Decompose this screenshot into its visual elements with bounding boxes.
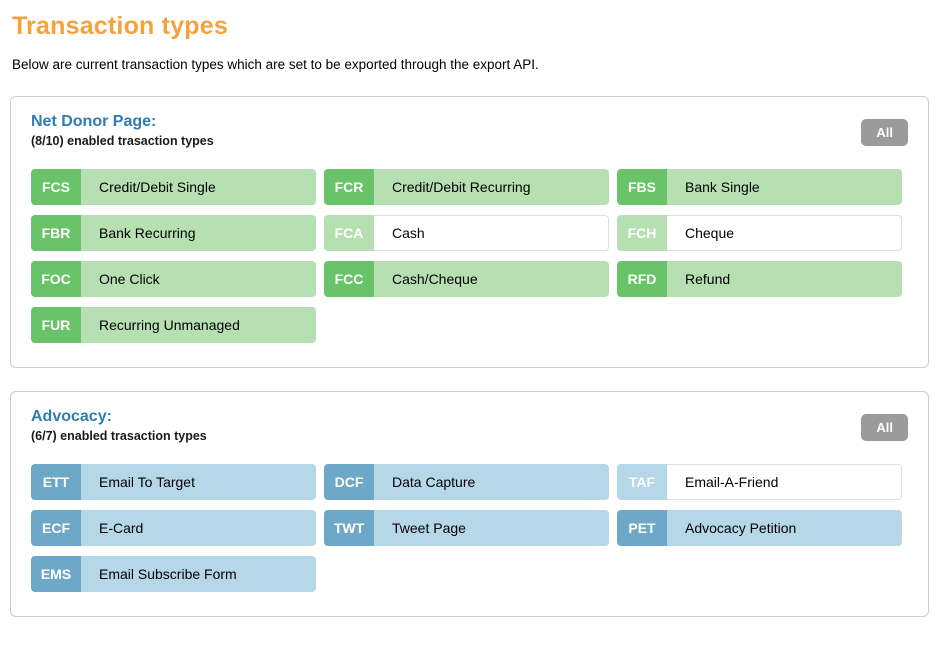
tile-label: Bank Single — [667, 169, 902, 205]
tile-code-badge: FUR — [31, 307, 81, 343]
tile-label: Cheque — [667, 215, 902, 251]
tile-ett[interactable]: ETT Email To Target — [31, 464, 316, 500]
tile-label: Credit/Debit Single — [81, 169, 316, 205]
tile-label: Credit/Debit Recurring — [374, 169, 609, 205]
tile-ems[interactable]: EMS Email Subscribe Form — [31, 556, 316, 592]
tile-code-badge: FCH — [617, 215, 667, 251]
panel-heading: Net Donor Page: — [31, 113, 157, 130]
tile-label: Recurring Unmanaged — [81, 307, 316, 343]
tile-label: Email To Target — [81, 464, 316, 500]
tile-foc[interactable]: FOC One Click — [31, 261, 316, 297]
tile-code-badge: TWT — [324, 510, 374, 546]
tile-label: Tweet Page — [374, 510, 609, 546]
tile-fca[interactable]: FCA Cash — [324, 215, 609, 251]
panel-enabled-count: (6/7) enabled trasaction types — [31, 429, 207, 443]
panel-advocacy: Advocacy: (6/7) enabled trasaction types… — [10, 391, 929, 617]
tile-rfd[interactable]: RFD Refund — [617, 261, 902, 297]
tile-label: Email Subscribe Form — [81, 556, 316, 592]
tile-twt[interactable]: TWT Tweet Page — [324, 510, 609, 546]
tile-code-badge: ETT — [31, 464, 81, 500]
tile-label: Advocacy Petition — [667, 510, 902, 546]
page-title: Transaction types — [12, 12, 228, 40]
panel-net-donor-page: Net Donor Page: (8/10) enabled trasactio… — [10, 96, 929, 368]
tile-fcr[interactable]: FCR Credit/Debit Recurring — [324, 169, 609, 205]
tile-code-badge: RFD — [617, 261, 667, 297]
tile-code-badge: TAF — [617, 464, 667, 500]
tile-code-badge: PET — [617, 510, 667, 546]
panel-header-text: Net Donor Page: (8/10) enabled trasactio… — [31, 112, 214, 148]
tile-code-badge: FCR — [324, 169, 374, 205]
tile-dcf[interactable]: DCF Data Capture — [324, 464, 609, 500]
panel-enabled-count: (8/10) enabled trasaction types — [31, 134, 214, 148]
panel-header: Advocacy: (6/7) enabled trasaction types… — [31, 407, 908, 443]
tile-code-badge: FCC — [324, 261, 374, 297]
tile-label: Email-A-Friend — [667, 464, 902, 500]
tile-code-badge: DCF — [324, 464, 374, 500]
tile-taf[interactable]: TAF Email-A-Friend — [617, 464, 902, 500]
panel-header-text: Advocacy: (6/7) enabled trasaction types — [31, 407, 207, 443]
all-button-net-donor-page[interactable]: All — [861, 119, 908, 146]
all-button-advocacy[interactable]: All — [861, 414, 908, 441]
tile-code-badge: ECF — [31, 510, 81, 546]
tile-fbr[interactable]: FBR Bank Recurring — [31, 215, 316, 251]
tile-label: One Click — [81, 261, 316, 297]
tile-fcs[interactable]: FCS Credit/Debit Single — [31, 169, 316, 205]
tile-label: Cash — [374, 215, 609, 251]
tile-code-badge: FCS — [31, 169, 81, 205]
panel-heading: Advocacy: — [31, 408, 112, 425]
tile-grid: FCS Credit/Debit Single FCR Credit/Debit… — [31, 169, 908, 343]
tile-fur[interactable]: FUR Recurring Unmanaged — [31, 307, 316, 343]
tile-label: Refund — [667, 261, 902, 297]
tile-label: Cash/Cheque — [374, 261, 609, 297]
tile-fbs[interactable]: FBS Bank Single — [617, 169, 902, 205]
tile-code-badge: EMS — [31, 556, 81, 592]
tile-label: Bank Recurring — [81, 215, 316, 251]
tile-code-badge: FBS — [617, 169, 667, 205]
panel-header: Net Donor Page: (8/10) enabled trasactio… — [31, 112, 908, 148]
tile-pet[interactable]: PET Advocacy Petition — [617, 510, 902, 546]
tile-fcc[interactable]: FCC Cash/Cheque — [324, 261, 609, 297]
tile-grid: ETT Email To Target DCF Data Capture TAF… — [31, 464, 908, 592]
tile-fch[interactable]: FCH Cheque — [617, 215, 902, 251]
page-subtitle: Below are current transaction types whic… — [12, 57, 539, 72]
tile-code-badge: FCA — [324, 215, 374, 251]
tile-code-badge: FOC — [31, 261, 81, 297]
tile-code-badge: FBR — [31, 215, 81, 251]
panels-container: Net Donor Page: (8/10) enabled trasactio… — [10, 96, 929, 617]
tile-ecf[interactable]: ECF E-Card — [31, 510, 316, 546]
tile-label: E-Card — [81, 510, 316, 546]
tile-label: Data Capture — [374, 464, 609, 500]
